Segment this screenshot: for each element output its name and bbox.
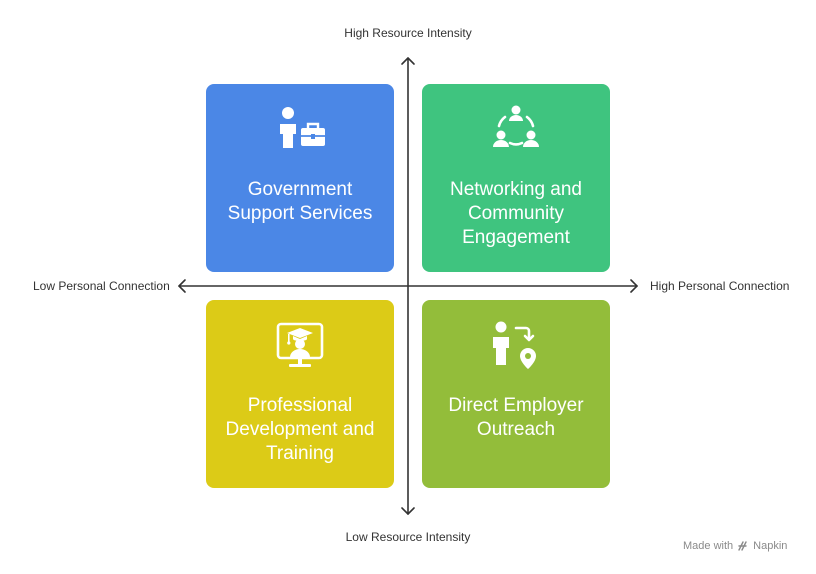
axis-label-right: High Personal Connection (650, 279, 790, 293)
arrow-left-icon (178, 279, 186, 293)
person-location-icon (422, 320, 610, 372)
napkin-watermark: Made with Napkin (683, 540, 787, 552)
community-network-icon (422, 104, 610, 156)
quadrant-label: Direct Employer Outreach (448, 395, 584, 440)
quadrant-label: Networking and Community Engagement (449, 179, 583, 248)
axis-label-bottom: Low Resource Intensity (345, 530, 471, 544)
quadrant-direct-employer-outreach: Direct Employer Outreach (422, 300, 610, 488)
quadrant-networking-community: Networking and Community Engagement (422, 84, 610, 272)
quadrant-government-support: Government Support Services (206, 84, 394, 272)
quadrant-label: Government Support Services (227, 179, 373, 224)
arrow-right-icon (630, 279, 638, 293)
graduate-monitor-icon (206, 320, 394, 372)
watermark-prefix: Made with (683, 540, 734, 552)
napkin-logo-icon (738, 541, 747, 551)
quadrant-label: Professional Development and Training (225, 395, 375, 464)
watermark-brand: Napkin (753, 540, 788, 552)
person-briefcase-icon (206, 104, 394, 156)
arrow-up-icon (401, 57, 415, 65)
quadrant-professional-development: Professional Development and Training (206, 300, 394, 488)
axis-label-left: Low Personal Connection (33, 279, 170, 293)
arrow-down-icon (401, 507, 415, 515)
axis-label-top: High Resource Intensity (344, 26, 472, 40)
